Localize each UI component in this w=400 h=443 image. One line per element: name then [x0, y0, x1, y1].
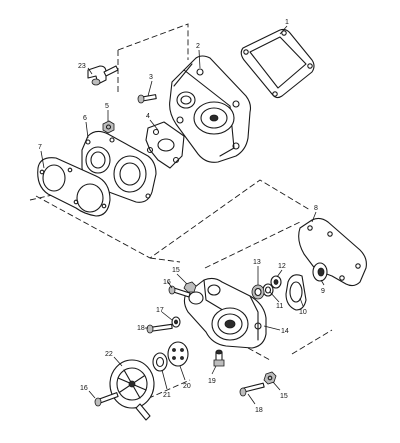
callout-7: 7 [38, 144, 42, 151]
callout-18-left: 18 [137, 325, 145, 332]
part-18-bolt-left [146, 323, 173, 334]
callout-4: 4 [146, 113, 150, 120]
part-4-mounting-bracket [145, 121, 185, 169]
callout-23: 23 [78, 63, 86, 70]
part-12-washer [270, 275, 282, 289]
part-1-gasket [240, 28, 315, 99]
part-18-bolt-lower [239, 382, 265, 397]
part-15-nut-lower [263, 371, 277, 385]
part-9-seal [312, 262, 328, 282]
part-16-bolt-upper [168, 285, 191, 298]
callout-11: 11 [276, 303, 283, 310]
callout-1: 1 [285, 19, 289, 26]
part-2-housing-cover [169, 55, 252, 163]
callout-9: 9 [321, 288, 325, 295]
callout-6: 6 [83, 115, 87, 122]
callout-17: 17 [156, 307, 164, 314]
part-3-screw [137, 94, 157, 104]
part-7-figure-eight-gasket [37, 157, 111, 217]
part-16-bolt-lower [94, 392, 119, 407]
callout-15-lower: 15 [280, 393, 288, 400]
part-10-impeller-cup [285, 274, 307, 311]
callout-22: 22 [105, 351, 113, 358]
callout-21: 21 [163, 392, 171, 399]
part-15-washer-upper [183, 281, 197, 293]
callout-18-lower: 18 [255, 407, 263, 414]
part-21-shim-ring [152, 352, 168, 372]
part-19-fitting [213, 349, 225, 367]
callout-8: 8 [314, 205, 318, 212]
callout-16-upper: 16 [163, 279, 171, 286]
part-22-drive-cover [109, 359, 155, 421]
callout-14: 14 [281, 328, 289, 335]
callout-leader-lines [40, 25, 325, 405]
part-5-nut [102, 120, 115, 134]
callout-19: 19 [208, 378, 216, 385]
part-13-o-ring [251, 284, 265, 300]
part-17-washer [171, 316, 181, 328]
callout-2: 2 [196, 43, 200, 50]
callout-5: 5 [105, 103, 109, 110]
part-14-pump-body [183, 277, 267, 349]
callout-3: 3 [149, 74, 153, 81]
callout-20: 20 [183, 383, 191, 390]
callout-13: 13 [253, 259, 261, 266]
callout-numbers: 1 2 3 4 5 6 7 8 9 10 11 12 13 14 15 16 1… [38, 19, 325, 414]
callout-10: 10 [299, 309, 307, 316]
part-23-elbow-fitting [87, 65, 119, 86]
callout-16-lower: 16 [80, 385, 88, 392]
part-8-rear-gasket [298, 217, 367, 287]
callout-15-upper: 15 [172, 267, 180, 274]
callout-12: 12 [278, 263, 286, 270]
part-20-coupling-disc [167, 341, 189, 367]
